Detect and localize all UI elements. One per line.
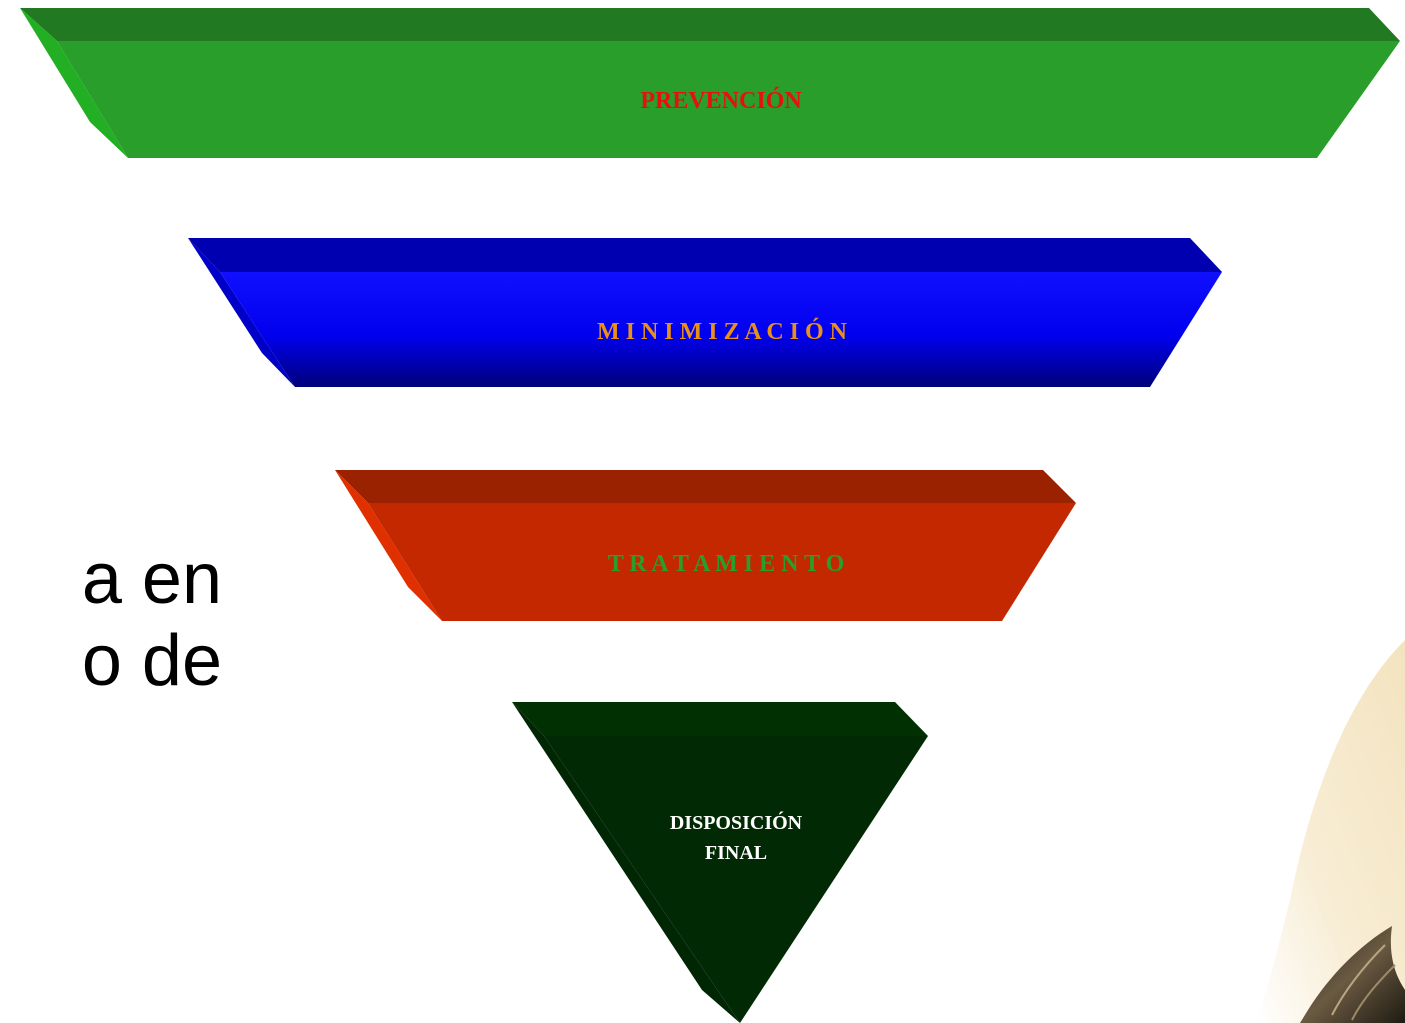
level-top-bevel xyxy=(512,702,928,736)
level-left-side xyxy=(188,238,295,387)
corner-decoration xyxy=(1255,640,1405,1023)
background-text-line-1: a en xyxy=(81,539,222,619)
level-left-side xyxy=(20,8,128,158)
pyramid-level-tratamiento: T R A T A M I E N T O xyxy=(335,470,1076,621)
level-left-side xyxy=(512,702,740,1023)
background-title-fragment: a en o de xyxy=(0,538,222,702)
level-front-face xyxy=(57,41,1400,158)
background-text-line-2: o de xyxy=(81,621,222,701)
level-top-bevel xyxy=(335,470,1076,503)
pyramid-level-prevencion: PREVENCIÓN xyxy=(20,8,1400,158)
level-front-face xyxy=(220,272,1222,387)
level-left-side xyxy=(335,470,442,621)
level-top-bevel xyxy=(20,8,1400,41)
pyramid-level-disposicion-final: DISPOSICIÓN FINAL xyxy=(512,702,928,1023)
level-top-bevel xyxy=(188,238,1222,272)
level-label-line-1: DISPOSICIÓN xyxy=(670,810,803,834)
level-label: PREVENCIÓN xyxy=(640,87,802,114)
level-front-face xyxy=(544,736,928,1023)
level-label-line-2: FINAL xyxy=(705,842,767,864)
level-front-face xyxy=(368,503,1076,621)
level-label: M I N I M I Z A C I Ó N xyxy=(597,318,848,345)
level-label: T R A T A M I E N T O xyxy=(608,551,845,577)
pyramid-level-minimizacion: M I N I M I Z A C I Ó N xyxy=(188,238,1222,387)
